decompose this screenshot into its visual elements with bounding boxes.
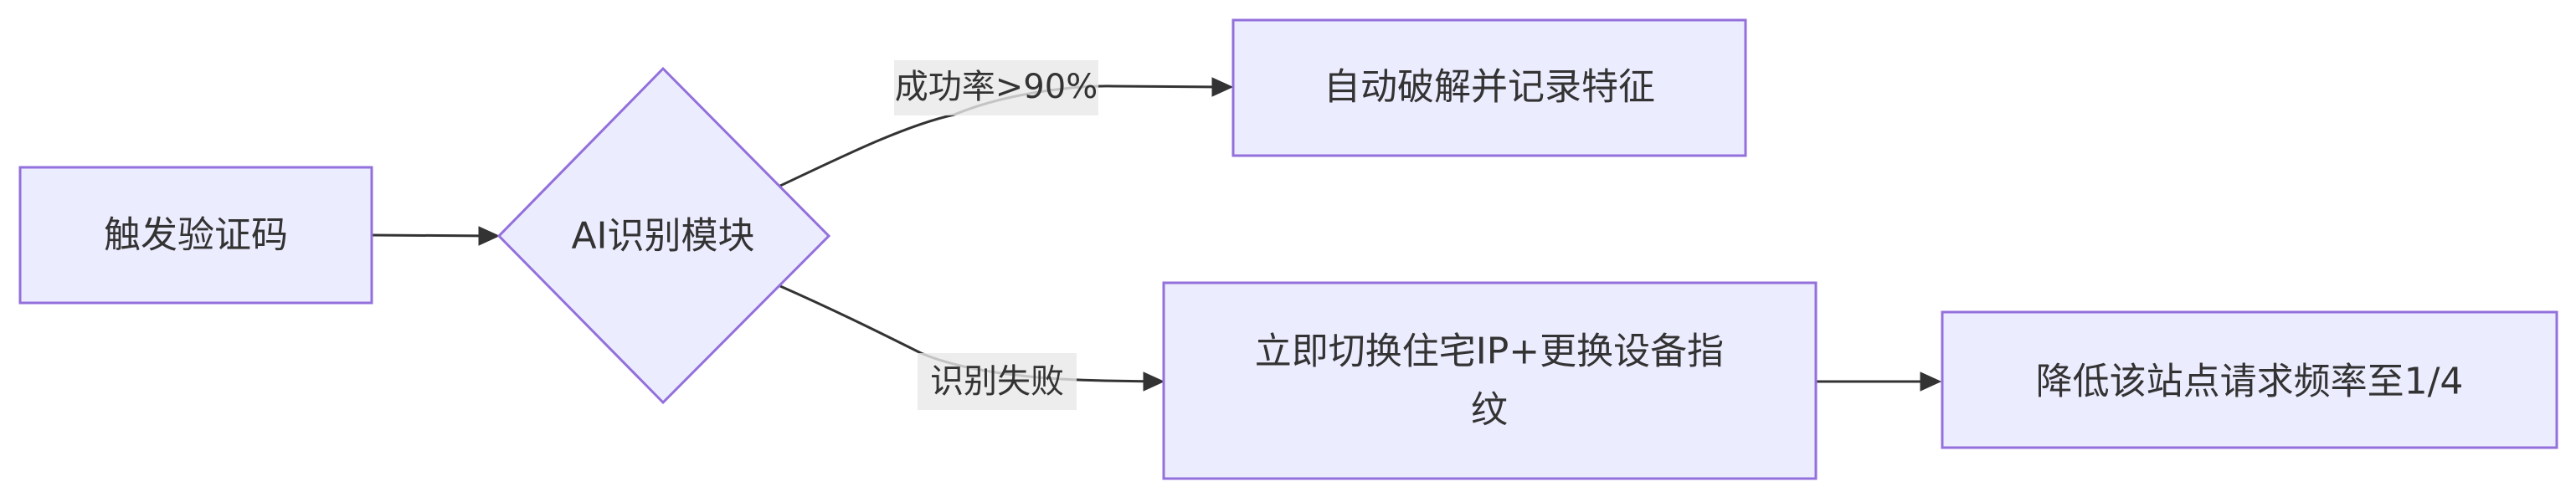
node-switch-text-line2: 纹 — [1471, 389, 1508, 432]
edge-label-success-text: 成功率>90% — [895, 68, 1098, 106]
node-switch-box — [1162, 281, 1818, 480]
node-trigger-text: 触发验证码 — [104, 214, 288, 257]
node-reduce-box — [1941, 310, 2558, 449]
node-ai-module-diamond — [496, 66, 831, 405]
edge-label-success: 成功率>90% — [894, 60, 1098, 115]
edge-label-background — [918, 353, 1077, 410]
node-switch-text-line1: 立即切换住宅IP+更换设备指 — [1255, 330, 1724, 373]
node-crack: 自动破解并记录特征 — [1231, 18, 1747, 157]
edge-label-fail: 识别失败 — [918, 353, 1077, 410]
arrow-head-icon — [1920, 371, 1942, 392]
node-reduce-text: 降低该站点请求频率至1/4 — [2036, 361, 2464, 403]
edge-trigger-to-ai — [372, 226, 501, 246]
arrow-head-icon — [478, 226, 501, 246]
node-ai-module: AI识别模块 — [496, 66, 831, 405]
node-crack-box — [1231, 18, 1747, 157]
node-switch: 立即切换住宅IP+更换设备指 纹 — [1162, 281, 1818, 480]
arrow-head-icon — [1211, 77, 1234, 97]
edge-label-background — [894, 60, 1098, 115]
arrow-head-icon — [1143, 371, 1165, 392]
node-ai-module-text: AI识别模块 — [571, 215, 754, 258]
edge-line — [372, 233, 495, 238]
edge-switch-to-reduce — [1817, 371, 1942, 392]
edge-label-fail-text: 识别失败 — [930, 362, 1064, 401]
node-crack-text: 自动破解并记录特征 — [1324, 66, 1655, 109]
node-reduce: 降低该站点请求频率至1/4 — [1941, 310, 2558, 449]
node-trigger-box — [18, 166, 373, 305]
node-trigger: 触发验证码 — [18, 166, 373, 305]
